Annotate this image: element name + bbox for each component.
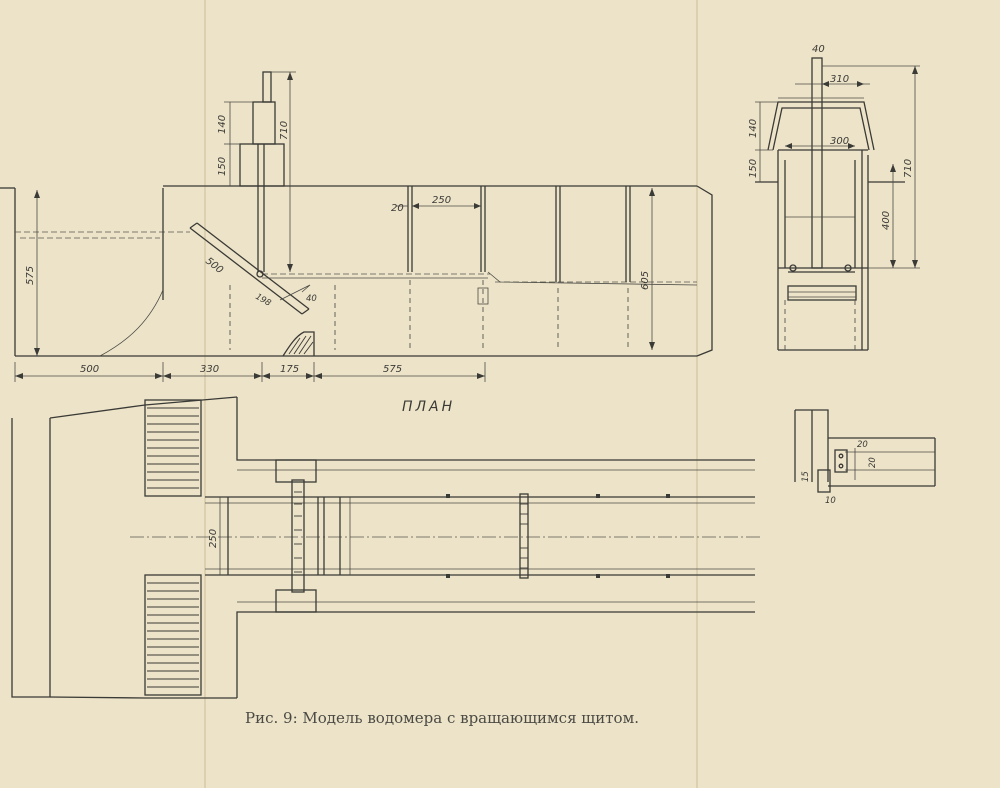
dim-20: 20	[391, 203, 404, 214]
section-dim-400: 400	[881, 211, 892, 230]
bearing-plate	[834, 449, 848, 473]
detail-dim-20b: 20	[868, 457, 878, 468]
section-dim-150: 150	[748, 159, 759, 178]
dim-bottom-175: 175	[280, 364, 299, 375]
plan-title: ПЛАН	[402, 399, 455, 415]
gate-section	[787, 285, 857, 301]
dim-710: 710	[279, 121, 290, 140]
plan-view: 250	[11, 396, 760, 699]
measuring-bar-plan	[519, 493, 529, 579]
detail-dim-15: 15	[801, 471, 811, 482]
section-dim-40: 40	[812, 44, 825, 55]
dim-bottom-330: 330	[200, 364, 219, 375]
gate-pivot	[256, 270, 264, 278]
dim-40: 40	[306, 294, 317, 304]
wall-hatched-bottom	[144, 574, 202, 696]
bearing-detail-view: 20 20 15 10	[794, 409, 936, 506]
dim-605: 605	[640, 271, 651, 290]
dim-140: 140	[217, 115, 228, 134]
section-dim-710: 710	[903, 159, 914, 178]
side-section-view: 575 140 150 710 500 198 40 20 250 605	[0, 71, 713, 382]
figure-caption: Рис. 9: Модель водомера с вращающимся щи…	[245, 709, 639, 727]
detail-dim-10: 10	[825, 496, 836, 506]
gate-block-top	[275, 459, 317, 483]
gate-shaft-plan	[291, 479, 305, 593]
gauge-housing-lower	[239, 143, 285, 187]
dim-bottom-575: 575	[383, 364, 402, 375]
dim-575-depth: 575	[25, 266, 36, 285]
wall-hatched-top	[144, 399, 202, 497]
dim-250: 250	[432, 195, 451, 206]
detail-dim-20a: 20	[857, 440, 868, 450]
rotating-gate	[189, 222, 311, 315]
hood	[767, 101, 875, 151]
cross-section-view: 40 310 300 140 150 400 710	[748, 44, 920, 351]
section-dim-140: 140	[748, 119, 759, 138]
gate-block-bottom	[275, 589, 317, 613]
section-dim-300: 300	[830, 136, 849, 147]
dim-bottom-500: 500	[80, 364, 99, 375]
partition-rods	[229, 186, 631, 350]
plan-dim-250: 250	[208, 529, 219, 548]
section-dim-310: 310	[830, 74, 849, 85]
dim-150: 150	[217, 157, 228, 176]
sill	[282, 331, 315, 357]
